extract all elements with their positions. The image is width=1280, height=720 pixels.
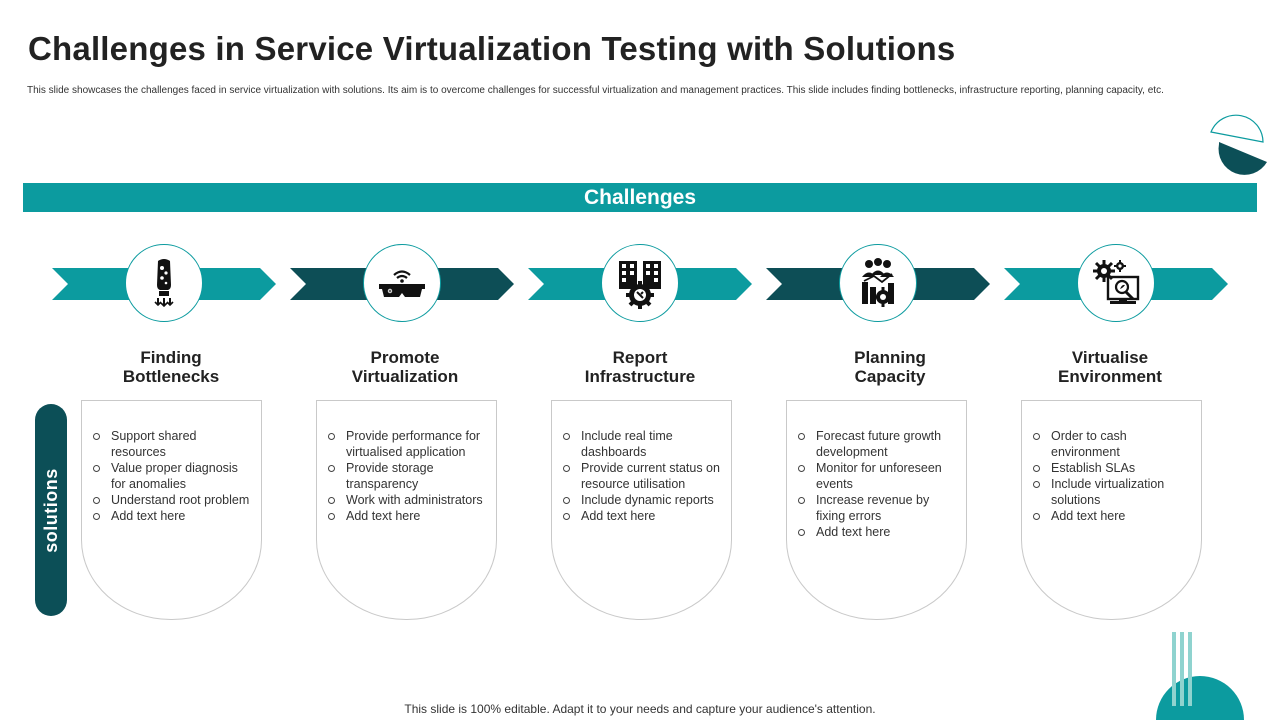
corner-decoration-icon xyxy=(1210,114,1267,175)
solution-list-1: Support shared resources Value proper di… xyxy=(82,400,261,524)
bottleneck-icon xyxy=(154,259,174,308)
icon-circle-3 xyxy=(601,244,679,322)
solution-card-5: Order to cash environment Establish SLAs… xyxy=(1021,400,1202,620)
challenges-band: Challenges xyxy=(23,183,1257,212)
list-item: Establish SLAs xyxy=(1032,460,1193,476)
challenge-title-5: Virtualise Environment xyxy=(1058,348,1162,386)
solution-list-2: Provide performance for virtualised appl… xyxy=(317,400,496,524)
list-item: Provide storage transparency xyxy=(327,460,488,492)
list-item: Understand root problem xyxy=(92,492,253,508)
list-item: Increase revenue by fixing errors xyxy=(797,492,958,524)
solutions-label-pill: solutions xyxy=(35,404,67,616)
list-item: Provide performance for virtualised appl… xyxy=(327,428,488,460)
challenge-title-2: Promote Virtualization xyxy=(351,348,459,386)
solution-list-3: Include real time dashboards Provide cur… xyxy=(552,400,731,524)
solution-card-3: Include real time dashboards Provide cur… xyxy=(551,400,732,620)
virtual-environment-icon xyxy=(1093,260,1140,304)
challenge-title-4: Planning Capacity xyxy=(854,348,926,386)
infrastructure-gear-icon xyxy=(619,261,661,309)
list-item: Include real time dashboards xyxy=(562,428,723,460)
icon-circle-1 xyxy=(125,244,203,322)
icon-circle-2 xyxy=(363,244,441,322)
list-item: Include virtualization solutions xyxy=(1032,476,1193,508)
list-item: Add text here xyxy=(562,508,723,524)
list-item: Add text here xyxy=(1032,508,1193,524)
list-item: Add text here xyxy=(327,508,488,524)
footer-note: This slide is 100% editable. Adapt it to… xyxy=(404,702,876,716)
list-item: Value proper diagnosis for anomalies xyxy=(92,460,253,492)
icon-circle-4 xyxy=(839,244,917,322)
list-item: Support shared resources xyxy=(92,428,253,460)
icon-circle-5 xyxy=(1077,244,1155,322)
solution-list-5: Order to cash environment Establish SLAs… xyxy=(1022,400,1201,524)
page-subtitle: This slide showcases the challenges face… xyxy=(27,85,1164,96)
solution-card-2: Provide performance for virtualised appl… xyxy=(316,400,497,620)
solution-card-1: Support shared resources Value proper di… xyxy=(81,400,262,620)
bottom-decoration-icon xyxy=(1156,632,1244,720)
solution-list-4: Forecast future growth development Monit… xyxy=(787,400,966,540)
list-item: Provide current status on resource utili… xyxy=(562,460,723,492)
list-item: Add text here xyxy=(797,524,958,540)
list-item: Add text here xyxy=(92,508,253,524)
solutions-label: solutions xyxy=(40,467,61,553)
challenge-title-3: Report Infrastructure xyxy=(584,348,696,386)
list-item: Forecast future growth development xyxy=(797,428,958,460)
page-title: Challenges in Service Virtualization Tes… xyxy=(28,30,956,67)
list-item: Order to cash environment xyxy=(1032,428,1193,460)
list-item: Work with administrators xyxy=(327,492,488,508)
vr-headset-icon xyxy=(379,270,425,297)
list-item: Include dynamic reports xyxy=(562,492,723,508)
challenge-title-1: Finding Bottlenecks xyxy=(122,348,220,386)
solution-card-4: Forecast future growth development Monit… xyxy=(786,400,967,620)
list-item: Monitor for unforeseen events xyxy=(797,460,958,492)
team-capacity-icon xyxy=(862,258,894,307)
